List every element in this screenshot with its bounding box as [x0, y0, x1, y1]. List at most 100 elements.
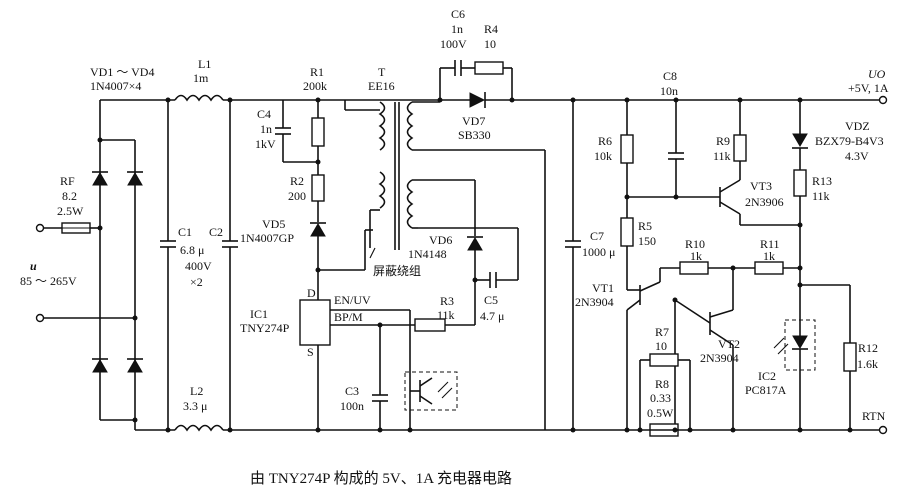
label-ic1-ref: IC1: [250, 307, 268, 321]
label-c4-value2: 1kV: [255, 137, 276, 151]
label-c4-value1: 1n: [260, 122, 272, 136]
zener-vdz: [792, 133, 808, 147]
label-r2-ref: R2: [290, 174, 304, 188]
label-c6-ref: C6: [451, 7, 465, 21]
label-l2-value: 3.3 μ: [183, 399, 207, 413]
resistor-r10: [679, 261, 709, 275]
label-l2-ref: L2: [190, 384, 203, 398]
diode-vd7: [469, 92, 486, 108]
label-ic1-pin-bp: BP/M: [334, 310, 363, 324]
bridge-rectifier: [92, 100, 143, 430]
inductor-l2: [174, 424, 224, 432]
label-vd6-value: 1N4148: [408, 247, 447, 261]
diode-vd6: [467, 237, 483, 251]
label-r9-value: 11k: [713, 149, 731, 163]
label-r10-ref: R10: [685, 237, 705, 251]
label-c1c2-value1: 6.8 μ: [180, 243, 204, 257]
resistor-r12: [843, 342, 857, 372]
resistor-r2: [311, 174, 325, 202]
label-c7-value: 1000 μ: [582, 245, 615, 259]
label-vt3-ref: VT3: [750, 179, 772, 193]
label-shield-winding: 屏蔽绕组: [373, 264, 421, 278]
input-section: [35, 222, 135, 323]
filter-section: [100, 94, 545, 433]
label-c8-ref: C8: [663, 69, 677, 83]
label-r8-value1: 0.33: [650, 391, 671, 405]
label-vdz-value1: BZX79-B4V3: [815, 134, 884, 148]
label-r4-ref: R4: [484, 22, 498, 36]
label-r6-ref: R6: [598, 134, 612, 148]
resistor-r3: [414, 318, 446, 332]
output-rectifier: [437, 60, 880, 108]
label-l1-value: 1m: [193, 71, 209, 85]
label-ic2-ref: IC2: [758, 369, 776, 383]
label-vt1-ref: VT1: [592, 281, 614, 295]
label-vd6-ref: VD6: [429, 233, 452, 247]
label-c1c2-value3: ×2: [190, 275, 203, 289]
label-r7-value: 10: [655, 339, 667, 353]
diode-vd5: [310, 223, 326, 237]
label-vd7-value: SB330: [458, 128, 491, 142]
label-r9-ref: R9: [716, 134, 730, 148]
label-r8-ref: R8: [655, 377, 669, 391]
label-vd5-ref: VD5: [262, 217, 285, 231]
resistor-r5: [620, 217, 634, 247]
label-c4-ref: C4: [257, 107, 271, 121]
label-ic2-value: PC817A: [745, 383, 787, 397]
inductor-l1: [174, 94, 224, 102]
optocoupler-led: [792, 335, 808, 349]
label-c2-ref: C2: [209, 225, 223, 239]
label-r7-ref: R7: [655, 325, 669, 339]
resistor-r13: [793, 169, 807, 197]
label-vd5-value: 1N4007GP: [240, 231, 294, 245]
label-c3-ref: C3: [345, 384, 359, 398]
output-terminal-positive: [878, 95, 888, 105]
resistor-r6: [620, 134, 634, 164]
label-r6-value: 10k: [594, 149, 612, 163]
label-r13-value: 11k: [812, 189, 830, 203]
label-ic1-pin-s: S: [307, 345, 314, 359]
label-c8-value: 10n: [660, 84, 678, 98]
label-vd7-ref: VD7: [462, 114, 485, 128]
resistor-r4: [474, 61, 504, 75]
label-r11-value: 1k: [763, 249, 775, 263]
label-ic1-value: TNY274P: [240, 321, 290, 335]
optocoupler-transistor: [404, 371, 458, 433]
label-t-ref: T: [378, 65, 386, 79]
bias-winding: [418, 180, 519, 326]
resistor-r1: [311, 117, 325, 147]
label-vt3-value: 2N3906: [745, 195, 784, 209]
label-vdz-ref: VDZ: [845, 119, 870, 133]
label-l1-ref: L1: [198, 57, 211, 71]
input-terminal-top: [35, 223, 45, 233]
label-c5-value: 4.7 μ: [480, 309, 504, 323]
label-bridge-ref: VD1 ～ VD4: [90, 65, 154, 79]
label-rf-ref: RF: [60, 174, 75, 188]
label-c6-value1: 1n: [451, 22, 463, 36]
label-c6-value2: 100V: [440, 37, 467, 51]
label-c1-ref: C1: [178, 225, 192, 239]
label-r10-value: 1k: [690, 249, 702, 263]
label-r8-value2: 0.5W: [647, 406, 674, 420]
clamp-network: [275, 97, 373, 300]
label-output-value: +5V, 1A: [848, 81, 889, 95]
label-r5-ref: R5: [638, 219, 652, 233]
label-r2-value: 200: [288, 189, 306, 203]
label-rf-value2: 2.5W: [57, 204, 84, 218]
label-vdz-value2: 4.3V: [845, 149, 869, 163]
label-r11-ref: R11: [760, 237, 780, 251]
resistor-r7: [649, 353, 679, 367]
label-r12-ref: R12: [858, 341, 878, 355]
resistor-r11: [754, 261, 784, 275]
label-c3-value: 100n: [340, 399, 364, 413]
diagram-caption: 由 TNY274P 构成的 5V、1A 充电器电路: [250, 470, 512, 487]
label-c7-ref: C7: [590, 229, 604, 243]
label-t-value: EE16: [368, 79, 395, 93]
resistor-r9: [733, 134, 747, 162]
label-output-rtn: RTN: [862, 409, 886, 423]
label-output-ref: UO: [868, 67, 886, 81]
label-r12-value: 1.6k: [857, 357, 878, 371]
transformer-t: [344, 100, 546, 430]
